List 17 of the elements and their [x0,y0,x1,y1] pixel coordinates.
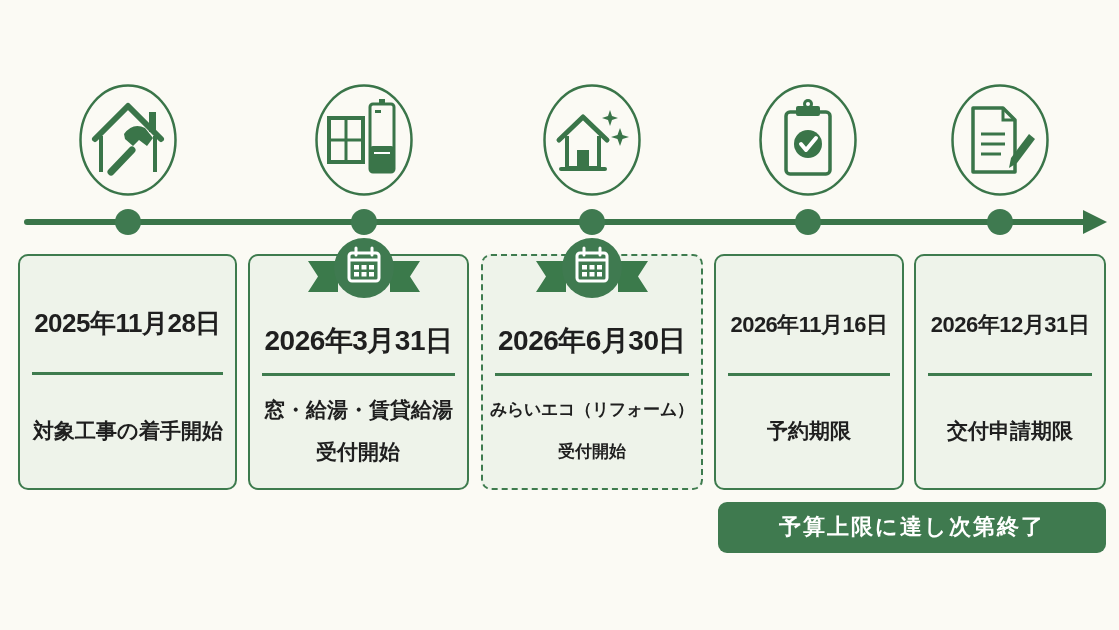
date-card [714,254,904,490]
date-card [248,254,469,490]
description-text: みらいエコ（リフォーム）受付開始 [489,399,695,463]
date-text: 2026年11月16日 [730,311,888,338]
date-text: 2026年3月31日 [264,325,453,358]
status-banner [718,502,1106,553]
date-text: 2026年12月31日 [930,311,1090,338]
date-card [914,254,1106,490]
description-text: 交付申請期限 [947,418,1073,444]
description-text: 窓・給湯・賃貸給湯受付開始 [263,397,454,465]
date-card [18,254,237,490]
banner-text: 予算上限に達し次第終了 [779,514,1045,541]
date-text: 2025年11月28日 [34,309,221,340]
date-text: 2026年6月30日 [498,325,686,358]
description-text: 対象工事の着手開始 [32,417,223,444]
date-card [481,254,703,490]
description-text: 予約期限 [767,418,851,444]
